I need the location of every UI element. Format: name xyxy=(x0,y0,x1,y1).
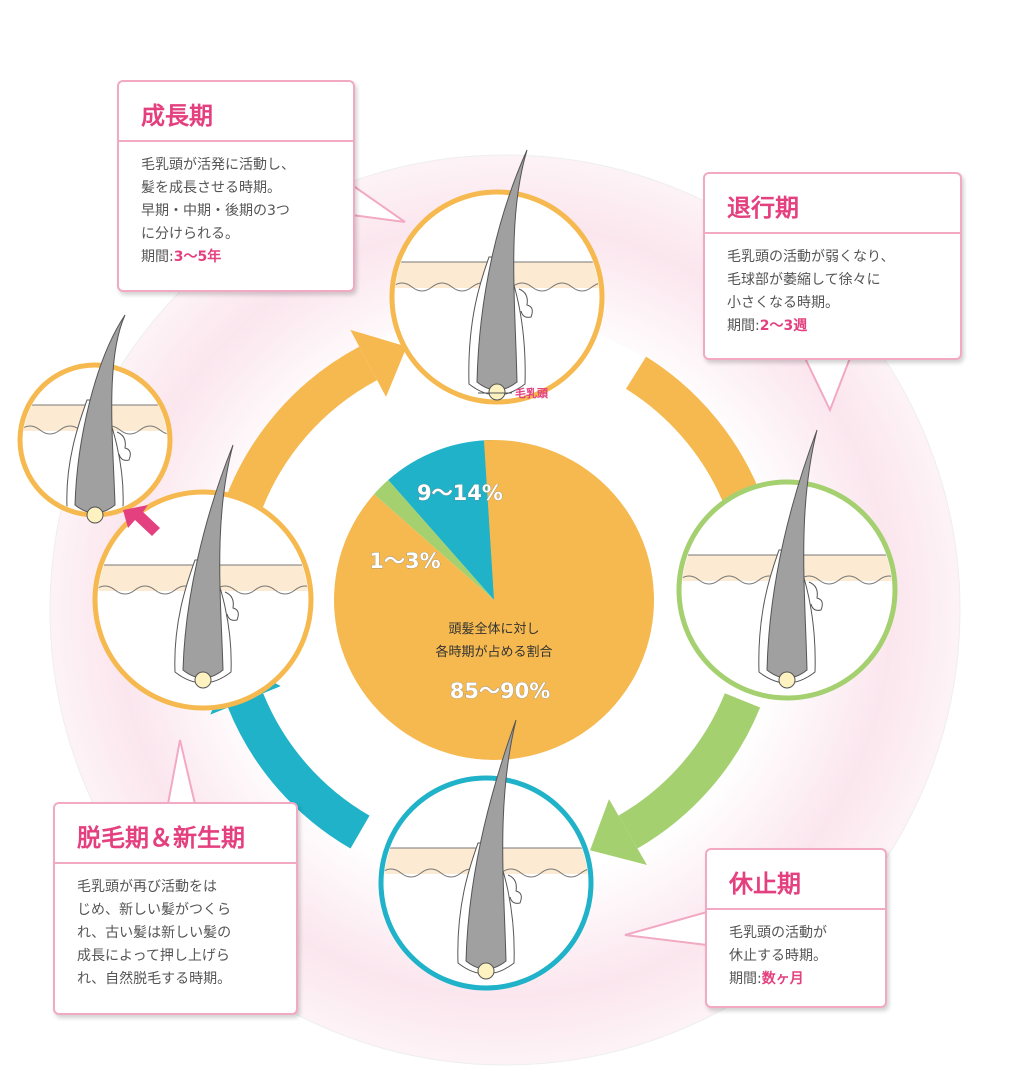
hair-shaft xyxy=(766,429,818,679)
arrow-catagen-to-telogen xyxy=(618,693,761,849)
phase-ratio-pie xyxy=(334,439,654,760)
period-value: 3〜5年 xyxy=(173,249,222,265)
sebaceous-gland xyxy=(507,874,522,904)
telogen-title: 休止期 xyxy=(707,850,885,910)
hair-shaft xyxy=(476,149,528,391)
period-label: 期間: xyxy=(141,249,174,265)
pie-title-line-2: 各時期が占める割合 xyxy=(435,644,552,660)
arrow-telogen-to-exogen xyxy=(227,693,370,849)
stage-exogen-new xyxy=(92,444,314,711)
dermal-papilla xyxy=(477,962,495,980)
period-label: 期間: xyxy=(727,318,760,334)
shed-arrow-icon xyxy=(123,505,160,536)
dermal-papilla-label: 毛乳頭 xyxy=(515,386,549,400)
sebaceous-gland xyxy=(116,431,131,461)
pie-label-telogen: 9〜14% xyxy=(417,481,503,505)
dermal-papilla xyxy=(488,383,506,401)
period-value: 2〜3週 xyxy=(759,318,808,334)
stage-anagen xyxy=(389,149,605,405)
anagen-period: 期間:3〜5年 xyxy=(119,246,353,269)
dermal-papilla xyxy=(194,671,212,689)
exogen-callout: 脱毛期＆新生期 毛乳頭が再び活動をは じめ、新しい髪がつくら れ、古い髪は新しい… xyxy=(53,802,298,1015)
anagen-callout: 成長期 毛乳頭が活発に活動し、 髪を成長させる時期。 早期・中期・後期の3つ に… xyxy=(117,80,355,292)
hair-shaft xyxy=(465,719,517,970)
sebaceous-gland xyxy=(518,288,533,318)
sebaceous-gland xyxy=(224,591,239,621)
pie-title-line-1: 頭髪全体に対し xyxy=(448,621,539,637)
telogen-description: 毛乳頭の活動が 休止する時期。 xyxy=(729,925,827,964)
anagen-title: 成長期 xyxy=(119,82,353,142)
arrow-catagen-to-telogen-head xyxy=(590,799,647,866)
stage-exogen-shed xyxy=(17,314,173,524)
pie-label-anagen: 85〜90% xyxy=(450,679,551,703)
catagen-title: 退行期 xyxy=(705,174,960,234)
dermal-papilla xyxy=(778,671,796,689)
arrow-anagen-to-catagen xyxy=(625,356,764,516)
exogen-title: 脱毛期＆新生期 xyxy=(55,804,296,864)
arrow-exogen-to-anagen xyxy=(224,346,378,516)
sebaceous-gland xyxy=(808,581,823,611)
catagen-description: 毛乳頭の活動が弱くなり、 毛球部が萎縮して徐々に 小さくなる時期。 xyxy=(727,249,895,311)
arrow-exogen-to-anagen-head xyxy=(350,329,407,397)
pie-slice xyxy=(388,440,494,600)
pie-label-catagen: 1〜3% xyxy=(369,549,440,573)
period-value: 数ヶ月 xyxy=(761,971,804,987)
period-label: 期間: xyxy=(729,971,762,987)
catagen-period: 期間:2〜3週 xyxy=(705,315,960,338)
pie-slice xyxy=(334,439,654,760)
exogen-description: 毛乳頭が再び活動をは じめ、新しい髪がつくら れ、古い髪は新しい髪の 成長によっ… xyxy=(77,879,232,987)
hair-shaft xyxy=(182,444,234,679)
stage-telogen xyxy=(378,719,594,991)
pie-slice xyxy=(373,479,494,600)
dermal-papilla xyxy=(86,506,104,524)
telogen-callout: 休止期 毛乳頭の活動が 休止する時期。 期間:数ヶ月 xyxy=(705,848,887,1008)
anagen-description: 毛乳頭が活発に活動し、 髪を成長させる時期。 早期・中期・後期の3つ に分けられ… xyxy=(141,157,295,242)
telogen-period: 期間:数ヶ月 xyxy=(707,968,885,991)
hair-shaft xyxy=(74,314,126,514)
catagen-callout: 退行期 毛乳頭の活動が弱くなり、 毛球部が萎縮して徐々に 小さくなる時期。 期間… xyxy=(703,172,962,360)
stage-catagen xyxy=(676,429,898,701)
